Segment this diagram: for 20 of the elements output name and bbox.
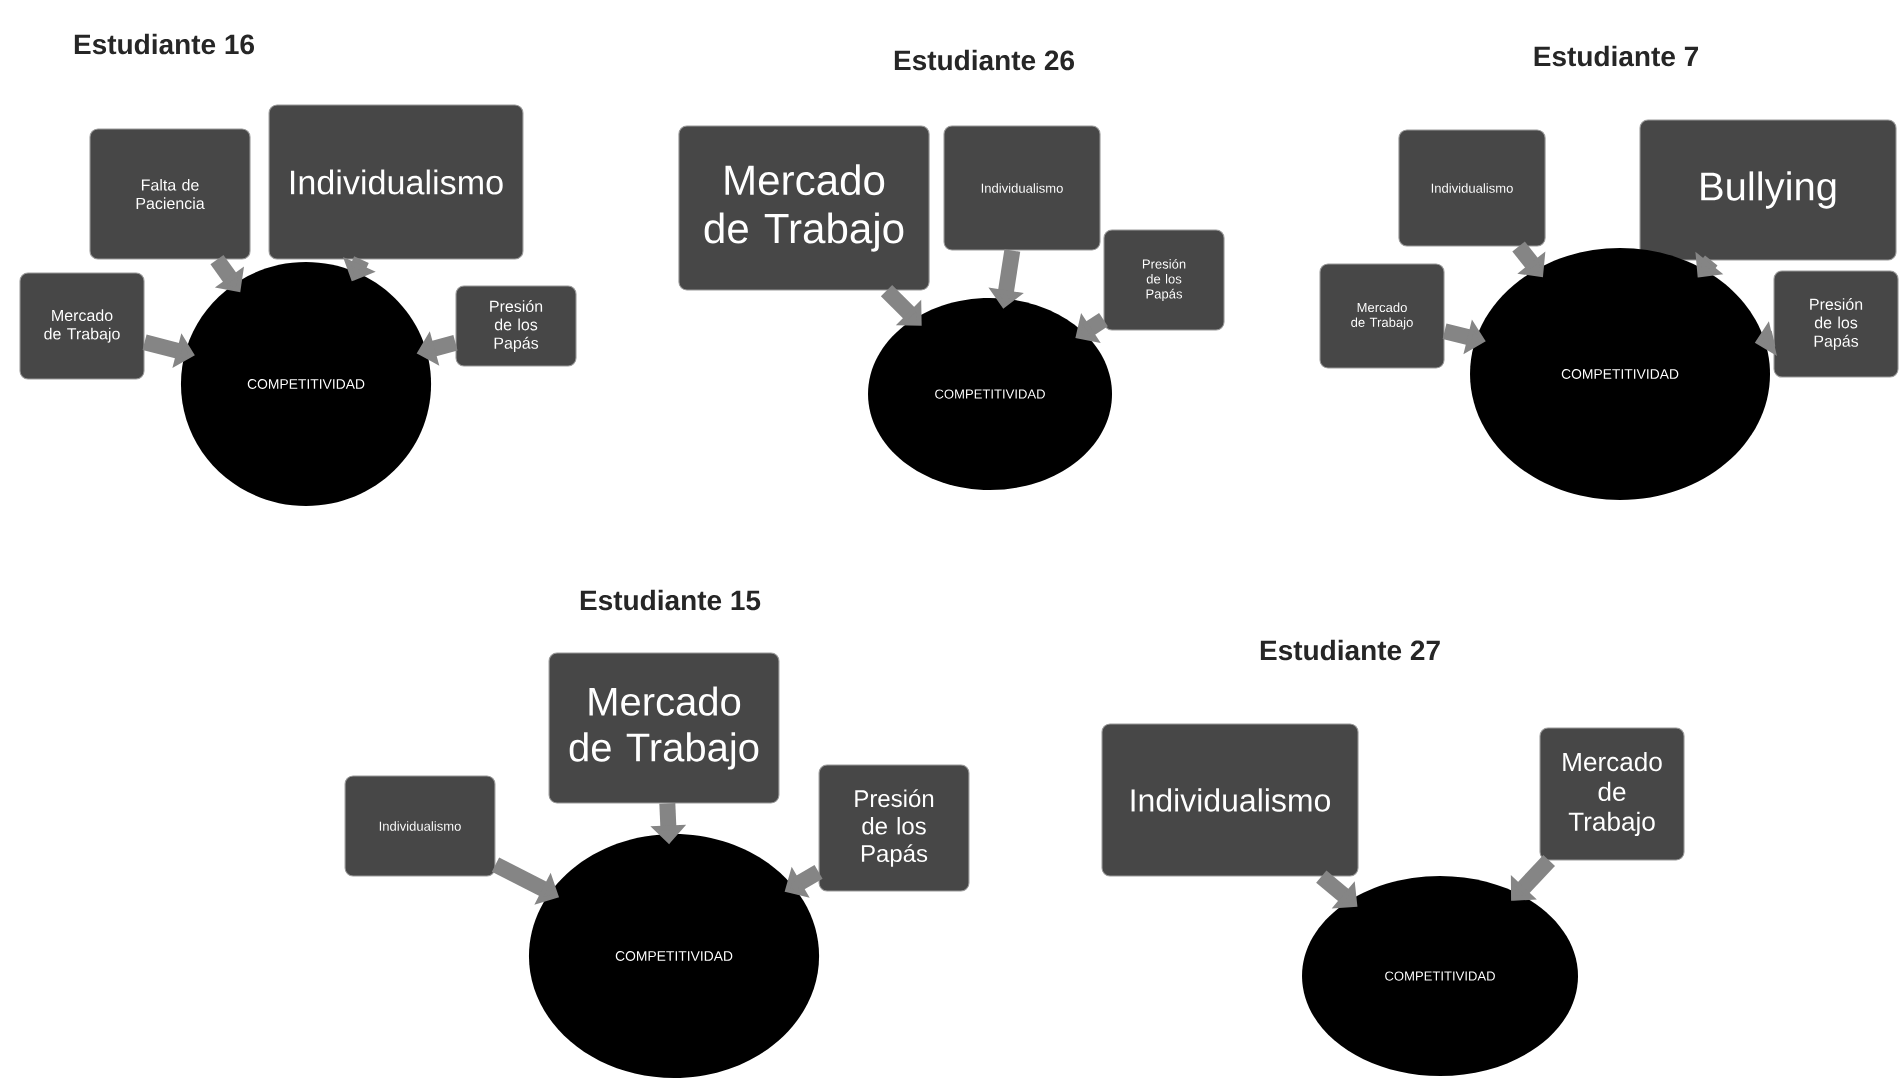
factor-box: Mercado de Trabajo (678, 125, 930, 291)
factor-box: Falta de Paciencia (89, 128, 251, 260)
factor-box: Mercado de Trabajo (548, 652, 780, 804)
factor-box: Presión de los Papás (818, 764, 970, 892)
title: Estudiante 27 (1260, 639, 1440, 661)
factor-box: Mercado de Trabajo (19, 272, 145, 380)
arrow (1316, 870, 1358, 909)
title: Estudiante 16 (74, 33, 254, 55)
factor-box: Individualismo (1101, 723, 1359, 877)
factor-box: Mercado de Trabajo (1539, 727, 1685, 861)
arrow (1075, 312, 1108, 343)
factor-box: Presión de los Papás (455, 285, 577, 367)
title: Estudiante 7 (1534, 45, 1698, 67)
arrow (1510, 855, 1555, 901)
factor-box: Presión de los Papás (1773, 270, 1899, 378)
factor-box: Bullying (1639, 119, 1897, 261)
title: Estudiante 26 (894, 49, 1074, 71)
factor-box: Individualismo (268, 104, 524, 260)
arrow (880, 284, 922, 326)
title: Estudiante 15 (580, 589, 761, 611)
